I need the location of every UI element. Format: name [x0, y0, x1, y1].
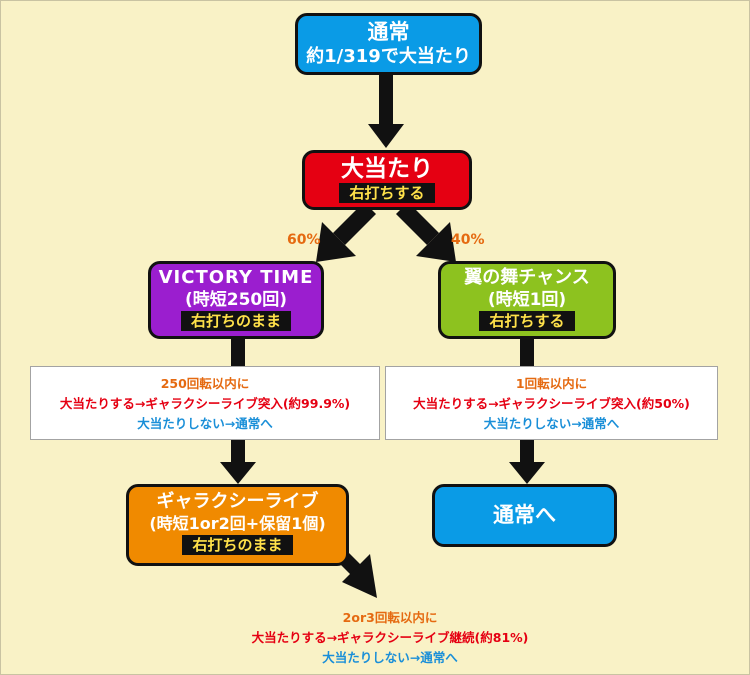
tsubasa-info-box: 1回転以内に 大当たりする→ギャラクシーライブ突入(約50%) 大当たりしない→…	[385, 366, 718, 440]
galaxy-title: ギャラクシーライブ	[156, 491, 319, 512]
connector-victory-info	[231, 336, 245, 368]
jackpot-title: 大当たり	[341, 156, 433, 182]
victory-time-box: VICTORY TIME (時短250回) 右打ちのまま	[148, 261, 324, 339]
left-branch-percent: 60%	[287, 232, 321, 248]
return-normal-box: 通常へ	[432, 484, 617, 547]
arrow-jackpot-to-victory	[316, 202, 376, 262]
victory-title: VICTORY TIME	[158, 267, 314, 288]
galaxy-subtitle: (時短1or2回+保留1個)	[149, 514, 326, 533]
right-branch-percent: 40%	[451, 232, 485, 248]
normal-state-box: 通常 約1/319で大当たり	[295, 13, 482, 75]
tsubasa-subtitle: (時短1回)	[487, 290, 567, 310]
galaxy-info-lose: 大当たりしない→通常へ	[322, 650, 458, 665]
galaxy-info-condition: 2or3回転以内に	[342, 610, 438, 625]
jackpot-box: 大当たり 右打ちする	[302, 150, 472, 210]
tsubasa-tag: 右打ちする	[479, 311, 575, 331]
jackpot-tag: 右打ちする	[339, 183, 435, 203]
victory-info-win: 大当たりする→ギャラクシーライブ突入(約99.9%)	[59, 396, 351, 411]
connector-tsubasa-info	[520, 336, 534, 368]
tsubasa-chance-box: 翼の舞チャンス (時短1回) 右打ちする	[438, 261, 616, 339]
galaxy-tag: 右打ちのまま	[182, 535, 293, 555]
tsubasa-info-win: 大当たりする→ギャラクシーライブ突入(約50%)	[413, 396, 690, 411]
victory-subtitle: (時短250回)	[184, 290, 288, 310]
galaxy-info-win: 大当たりする→ギャラクシーライブ継続(約81%)	[251, 630, 529, 645]
victory-info-lose: 大当たりしない→通常へ	[137, 416, 273, 431]
victory-info-box: 250回転以内に 大当たりする→ギャラクシーライブ突入(約99.9%) 大当たり…	[30, 366, 380, 440]
galaxy-info: 2or3回転以内に 大当たりする→ギャラクシーライブ継続(約81%) 大当たりし…	[190, 608, 590, 668]
victory-info-condition: 250回転以内に	[160, 376, 250, 391]
tsubasa-title: 翼の舞チャンス	[464, 267, 590, 288]
normal-title: 通常	[367, 20, 410, 44]
normal-probability: 約1/319で大当たり	[306, 46, 471, 67]
arrow-normal-to-jackpot	[368, 74, 404, 148]
arrow-jackpot-to-tsubasa	[396, 202, 456, 262]
tsubasa-info-condition: 1回転以内に	[515, 376, 588, 391]
arrow-victory-info-to-galaxy	[220, 438, 256, 484]
return-normal-title: 通常へ	[493, 503, 556, 527]
tsubasa-info-lose: 大当たりしない→通常へ	[483, 416, 620, 431]
galaxy-live-box: ギャラクシーライブ (時短1or2回+保留1個) 右打ちのまま	[126, 484, 349, 566]
victory-tag: 右打ちのまま	[180, 311, 291, 331]
arrow-tsubasa-info-to-normal	[509, 438, 545, 484]
